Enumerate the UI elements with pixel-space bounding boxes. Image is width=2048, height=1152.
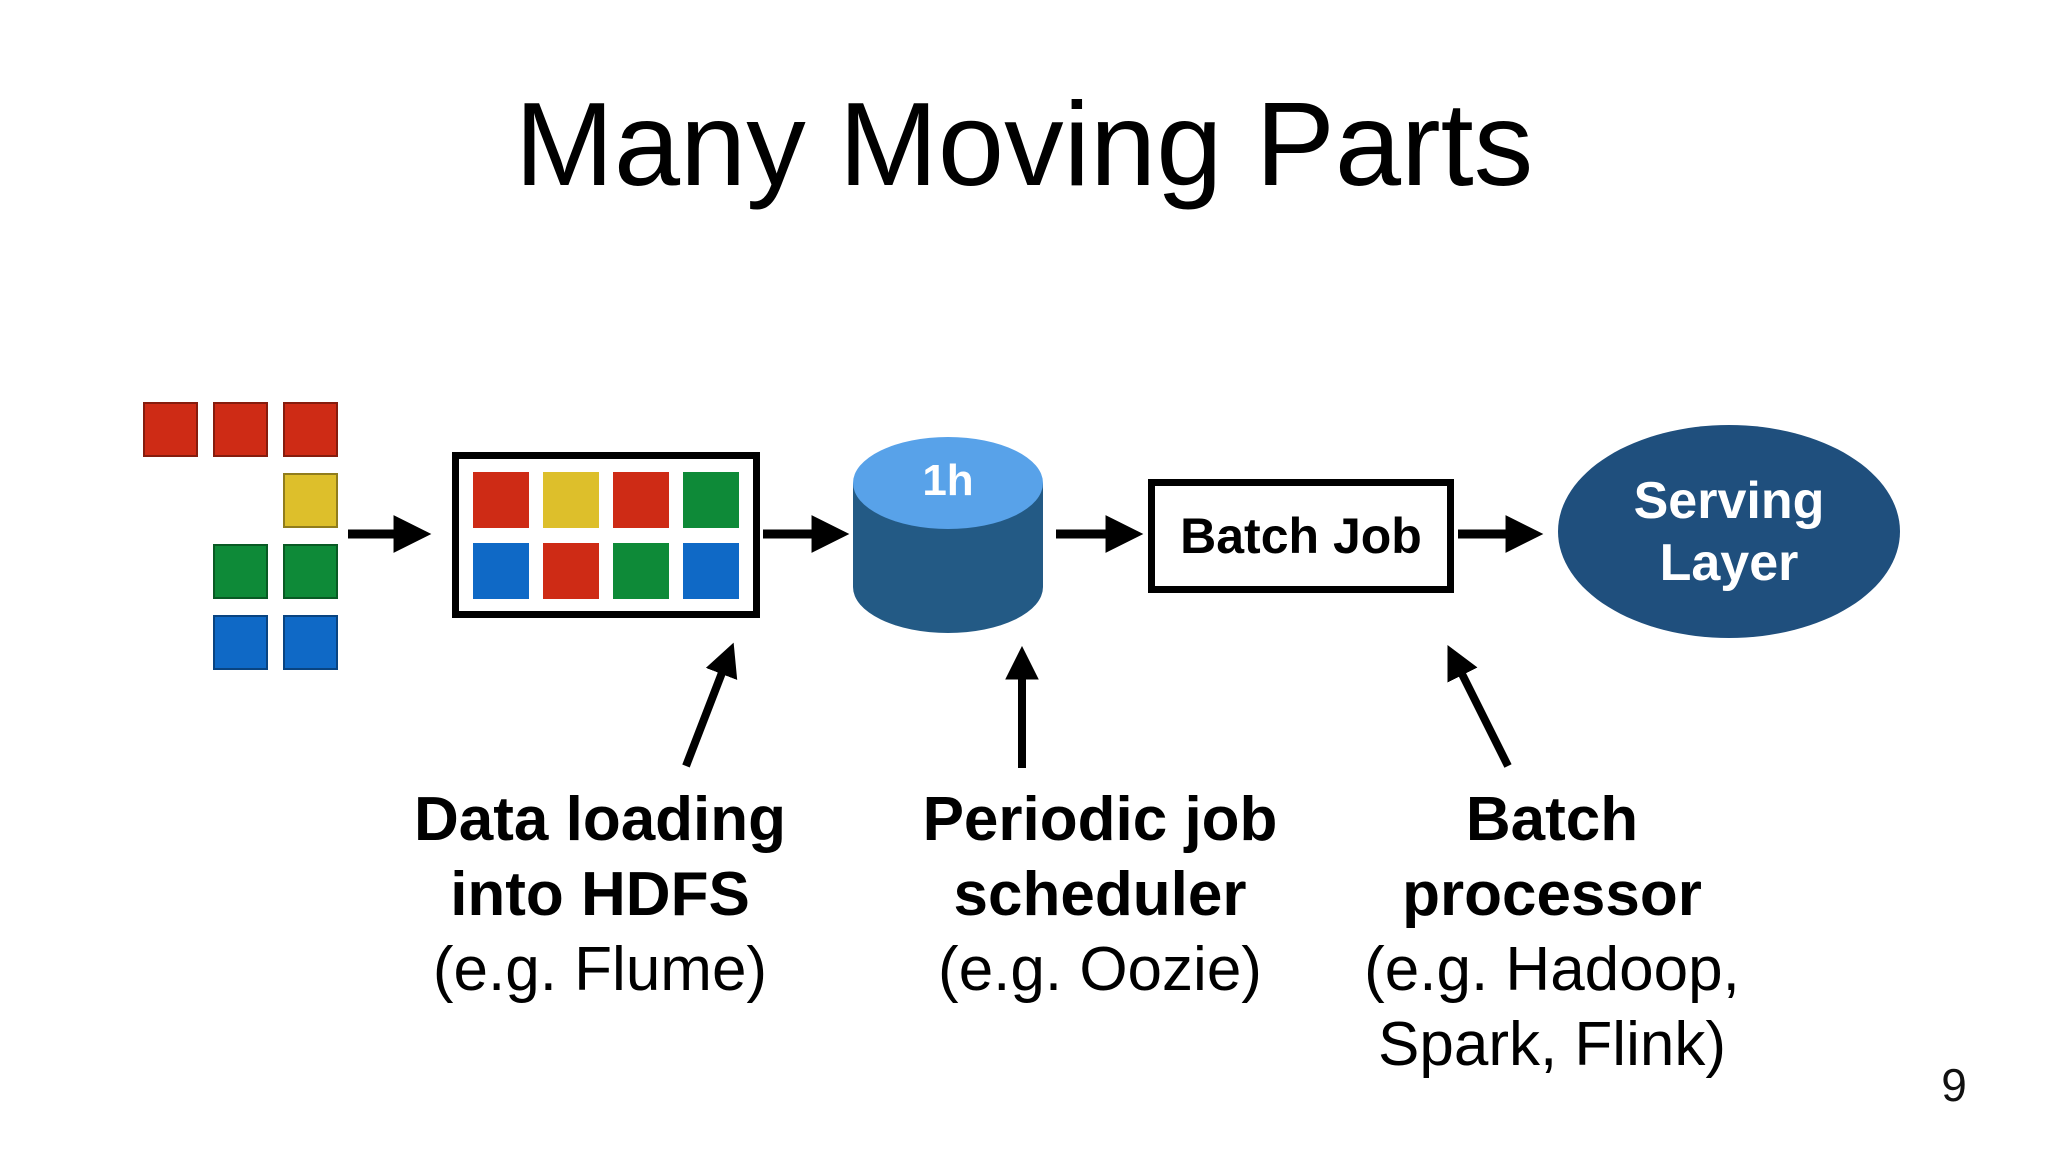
incoming-data-blocks <box>143 402 338 670</box>
serving-layer-label-line2: Layer <box>1659 533 1799 592</box>
data-block-blue <box>283 615 338 670</box>
serving-layer-label-line1: Serving <box>1633 471 1825 530</box>
slide-title: Many Moving Parts <box>514 78 1534 211</box>
label-line: processor <box>1402 860 1702 929</box>
serving-layer-ellipse: Serving Layer <box>1558 425 1900 638</box>
data-block-blue <box>683 542 739 599</box>
label-periodic-scheduler: Periodic job scheduler (e.g. Oozie) <box>850 782 1350 1007</box>
label-line: (e.g. Flume) <box>432 935 768 1004</box>
data-block-green <box>613 542 669 599</box>
data-block-blue <box>213 615 268 670</box>
callout-arrow-data-loading <box>682 642 738 768</box>
data-block-green <box>683 471 739 528</box>
data-block-yellow <box>283 473 338 528</box>
label-line: Spark, Flink) <box>1378 1010 1726 1079</box>
callout-arrow-batch-processor <box>1447 644 1512 768</box>
data-block-green <box>283 544 338 599</box>
batch-job-box: Batch Job <box>1148 479 1454 593</box>
data-block-empty <box>143 615 198 670</box>
label-data-loading: Data loading into HDFS (e.g. Flume) <box>350 782 850 1007</box>
data-block-red <box>543 542 599 599</box>
label-line: scheduler <box>953 860 1247 929</box>
data-block-empty <box>213 473 268 528</box>
data-block-red <box>283 402 338 457</box>
hdfs-storage-box <box>452 452 760 618</box>
data-block-empty <box>143 544 198 599</box>
data-block-red <box>613 471 669 528</box>
data-block-green <box>213 544 268 599</box>
cylinder-top <box>853 437 1043 529</box>
database-cylinder <box>853 437 1043 633</box>
page-number: 9 <box>1941 1059 1967 1111</box>
data-block-red <box>143 402 198 457</box>
data-block-red <box>473 471 529 528</box>
label-line: Data loading <box>413 785 787 854</box>
cylinder-label: 1h <box>922 456 974 505</box>
label-line: Batch <box>1465 785 1639 854</box>
label-line: Periodic job <box>922 785 1278 854</box>
data-block-red <box>213 402 268 457</box>
label-line: (e.g. Oozie) <box>938 935 1262 1004</box>
label-line: into HDFS <box>450 860 750 929</box>
label-batch-processor: Batch processor (e.g. Hadoop, Spark, Fli… <box>1302 782 1802 1082</box>
data-block-yellow <box>543 471 599 528</box>
data-block-empty <box>143 473 198 528</box>
hdfs-data-blocks <box>473 471 739 599</box>
data-block-blue <box>473 542 529 599</box>
label-line: (e.g. Hadoop, <box>1364 935 1740 1004</box>
